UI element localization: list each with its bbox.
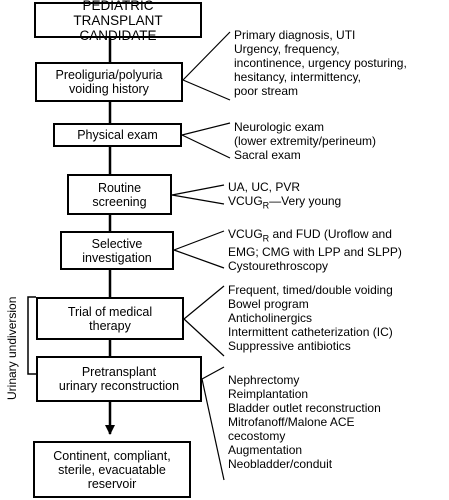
voiding-history-notes: Primary diagnosis, UTI Urgency, frequenc…: [234, 28, 407, 98]
very-young-text: —Very young: [269, 194, 342, 208]
vcug-subscript: R: [262, 233, 270, 244]
vcug-text: VCUG: [228, 194, 263, 208]
routine-screening-line1: UA, UC, PVR: [228, 180, 301, 194]
note-fan-lines: [171, 31, 231, 481]
selective-investigation-box: Selective investigation: [60, 231, 174, 270]
selective-investigation-label: Selective investigation: [82, 236, 152, 265]
medical-therapy-label: Trial of medical therapy: [67, 304, 153, 333]
selective-investigation-rest: and FUD (Uroflow and EMG; CMG with LPP a…: [228, 227, 402, 274]
undiversion-bracket: [27, 296, 36, 375]
reservoir-label: Continent, compliant, sterile, evacuatab…: [53, 448, 171, 491]
physical-exam-notes: Neurologic exam (lower extremity/perineu…: [234, 120, 377, 162]
medical-therapy-box: Trial of medical therapy: [36, 297, 184, 340]
reservoir-box: Continent, compliant, sterile, evacuatab…: [33, 441, 191, 498]
voiding-history-box: Preoliguria/polyuria voiding history: [35, 62, 183, 102]
voiding-history-label: Preoliguria/polyuria voiding history: [55, 68, 163, 96]
candidate-label: PEDIATRIC TRANSPLANT CANDIDATE: [73, 0, 163, 43]
reconstruction-box: Pretransplant urinary reconstruction: [36, 356, 202, 402]
physical-exam-box: Physical exam: [53, 123, 182, 147]
reconstruction-notes: Nephrectomy Reimplantation Bladder outle…: [228, 373, 381, 471]
candidate-box: PEDIATRIC TRANSPLANT CANDIDATE: [34, 0, 202, 43]
selective-investigation-notes: VCUGR and FUD (Uroflow and EMG; CMG with…: [228, 227, 402, 273]
physical-exam-label: Physical exam: [77, 128, 158, 142]
routine-screening-label: Routine screening: [92, 180, 147, 209]
routine-screening-box: Routine screening: [67, 174, 172, 215]
urinary-undiversion-label: Urinary undiversion: [5, 296, 19, 400]
medical-therapy-notes: Frequent, timed/double voiding Bowel pro…: [228, 283, 393, 353]
vcug-subscript: R: [262, 200, 270, 211]
reconstruction-label: Pretransplant urinary reconstruction: [58, 365, 180, 393]
vcug-text: VCUG: [228, 227, 263, 241]
